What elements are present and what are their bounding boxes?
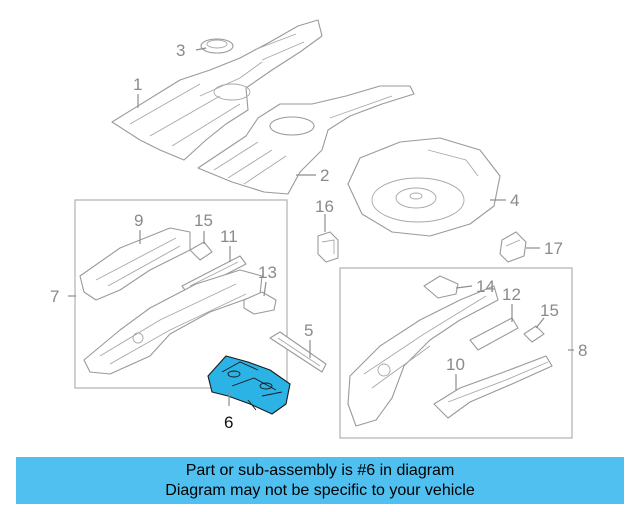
callout-7: 7	[50, 287, 59, 306]
parts-diagram: 3 1 2 4 16 17 9 15 11 13 7 14 12 15 8 10…	[50, 19, 587, 439]
callout-15-left: 15	[194, 211, 213, 230]
part-10-rear-member	[433, 355, 553, 419]
callout-6: 6	[224, 413, 233, 432]
callout-5: 5	[304, 321, 313, 340]
banner-line-1: Part or sub-assembly is #6 in diagram	[185, 461, 455, 479]
part-8-side-rail	[347, 285, 499, 427]
callout-13: 13	[258, 263, 277, 282]
info-banner: Part or sub-assembly is #6 in diagram Di…	[16, 457, 624, 504]
part-17-bracket	[499, 231, 527, 263]
part-15-plate-right	[523, 325, 545, 343]
part-12-reinforcement	[469, 317, 519, 351]
part-3-plug	[200, 38, 234, 54]
callout-8: 8	[578, 341, 587, 360]
part-14-bracket	[423, 275, 459, 299]
callout-10: 10	[446, 355, 465, 374]
leader-lines	[68, 47, 574, 406]
part-1-front-floor-pan	[111, 19, 323, 161]
callout-15-right: 15	[540, 301, 559, 320]
part-5-cross-member	[269, 331, 327, 373]
group-box-right	[339, 267, 573, 439]
callout-11: 11	[220, 227, 238, 246]
callout-2: 2	[320, 166, 329, 185]
callout-12: 12	[502, 285, 521, 304]
callout-16: 16	[315, 197, 334, 216]
part-2-rear-floor-pan	[197, 85, 415, 195]
callout-9: 9	[134, 211, 143, 230]
callout-3: 3	[176, 41, 185, 60]
banner-line-2: Diagram may not be specific to your vehi…	[165, 481, 475, 499]
callout-14: 14	[476, 277, 495, 296]
part-15-plate-left	[189, 241, 213, 261]
group-box-left	[74, 199, 288, 389]
part-6-highlighted[interactable]	[207, 355, 291, 415]
callout-17: 17	[544, 239, 563, 258]
part-16-bracket	[317, 231, 339, 263]
callout-4: 4	[510, 191, 519, 210]
part-4-spare-tire-well	[347, 137, 501, 237]
part-13-bracket	[243, 291, 277, 315]
part-9-front-side-member	[79, 227, 191, 301]
callout-1: 1	[133, 75, 142, 94]
